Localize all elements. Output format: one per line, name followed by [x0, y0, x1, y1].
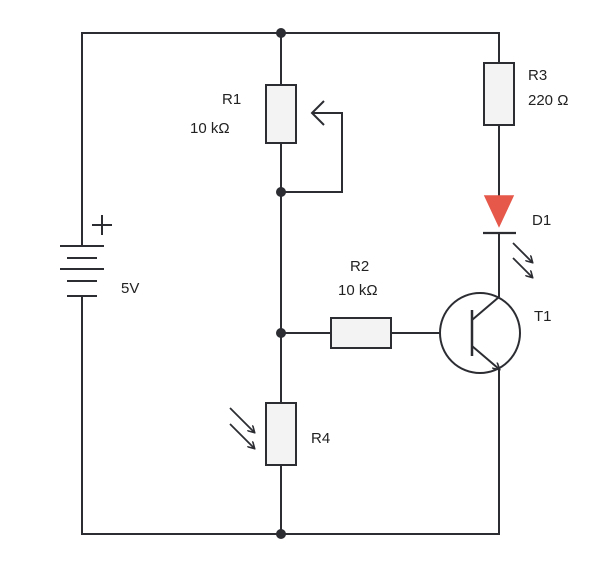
battery-icon: 5V — [60, 215, 139, 297]
transistor-circle — [439, 292, 521, 374]
r4-body — [265, 402, 297, 466]
led-triangle-icon — [483, 195, 515, 228]
r3-name-label: R3 — [528, 67, 547, 84]
junction-dot — [276, 529, 286, 539]
bottom-wire — [81, 296, 500, 535]
r2-value-label: 10 kΩ — [338, 282, 378, 299]
junction-dot — [276, 328, 286, 338]
battery-voltage-label: 5V — [121, 280, 139, 297]
r1-value-label: 10 kΩ — [190, 120, 230, 137]
top-wire — [81, 32, 500, 246]
r1-name-label: R1 — [222, 91, 241, 108]
r3-body — [483, 62, 515, 126]
r2-name-label: R2 — [350, 258, 369, 275]
junction-dot — [276, 187, 286, 197]
r1-body — [265, 84, 297, 144]
junction-dot — [276, 28, 286, 38]
r2-body — [330, 317, 392, 349]
d1-led: D1 — [483, 195, 551, 277]
r2-resistor: R2 10 kΩ — [330, 258, 392, 349]
r4-name-label: R4 — [311, 430, 330, 447]
d1-name-label: D1 — [532, 212, 551, 229]
r3-value-label: 220 Ω — [528, 92, 568, 109]
led-emission-arrow-icon-1 — [512, 242, 532, 262]
r4-light-arrow-icon-1 — [229, 407, 254, 432]
r1-wiper-arrow-icon — [310, 100, 325, 126]
led-emission-arrow-icon-2 — [512, 257, 532, 277]
r4-photoresistor: R4 — [229, 402, 330, 466]
transistor-collector-lead — [471, 296, 500, 321]
junctions — [276, 28, 286, 539]
t1-name-label: T1 — [534, 308, 552, 325]
t1-transistor: T1 — [439, 292, 552, 374]
r4-light-arrow-icon-2 — [229, 423, 254, 448]
transistor-emitter-arrow-icon — [471, 345, 499, 369]
wires — [81, 32, 500, 535]
r1-wiper-wire — [281, 112, 343, 193]
r1-potentiometer: R1 10 kΩ — [190, 84, 325, 144]
r3-resistor: R3 220 Ω — [483, 62, 568, 126]
